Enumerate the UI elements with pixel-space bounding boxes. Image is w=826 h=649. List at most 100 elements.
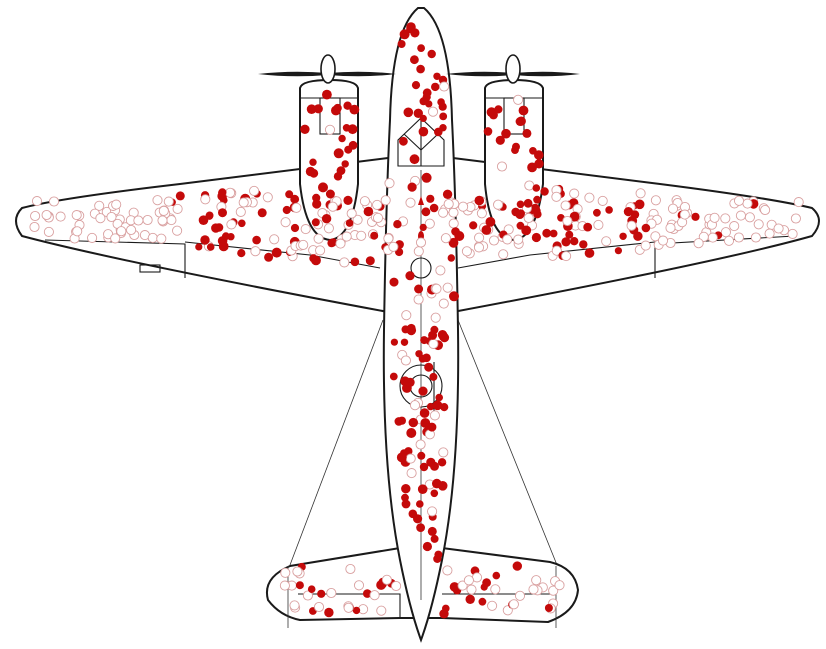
clear-dot	[159, 206, 168, 215]
clear-dot	[49, 197, 58, 206]
hit-dot	[493, 572, 501, 580]
clear-dot	[428, 107, 437, 116]
hit-dot	[342, 160, 349, 167]
hit-dot	[438, 330, 447, 339]
hit-dot	[391, 339, 398, 346]
clear-dot	[761, 205, 770, 214]
hit-dot	[401, 339, 408, 346]
hit-dot	[443, 190, 452, 199]
clear-dot	[734, 196, 743, 205]
clear-dot	[414, 295, 423, 304]
right-brace-wire	[458, 320, 557, 565]
clear-dot	[429, 339, 438, 348]
hit-dot	[442, 605, 450, 613]
hit-dot	[415, 350, 422, 357]
clear-dot	[514, 235, 523, 244]
hit-dot	[513, 561, 522, 570]
hit-dot	[417, 44, 425, 52]
clear-dot	[173, 226, 182, 235]
hit-dot	[501, 129, 511, 139]
hit-dot	[422, 173, 432, 183]
clear-dot	[280, 581, 289, 590]
clear-dot	[514, 95, 523, 104]
hit-dot	[428, 50, 436, 58]
hit-dot	[283, 206, 291, 214]
clear-dot	[416, 238, 425, 247]
hit-dot	[219, 242, 229, 252]
hit-dot	[438, 458, 446, 466]
clear-dot	[281, 568, 290, 577]
clear-dot	[552, 192, 561, 201]
clear-dot	[357, 231, 366, 240]
hit-dot	[353, 607, 360, 614]
hit-dot	[227, 233, 234, 240]
clear-dot	[72, 211, 81, 220]
hit-dot	[366, 256, 375, 265]
clear-dot	[641, 241, 650, 250]
clear-dot	[436, 266, 445, 275]
hit-dot	[176, 191, 185, 200]
clear-dot	[694, 239, 703, 248]
hit-dot	[428, 331, 437, 340]
clear-dot	[475, 233, 484, 242]
hit-dot	[390, 278, 399, 287]
hit-dot	[326, 190, 335, 199]
hit-dot	[416, 65, 425, 74]
hit-dot	[401, 484, 410, 493]
hit-dot	[420, 224, 427, 231]
hit-dot	[420, 115, 427, 122]
hit-dot	[416, 500, 424, 508]
clear-dot	[148, 233, 157, 242]
clear-dot	[489, 236, 498, 245]
hit-dot	[585, 248, 595, 258]
clear-dot	[474, 243, 483, 252]
hit-dot	[309, 159, 316, 166]
hit-dot	[430, 204, 439, 213]
clear-dot	[585, 193, 594, 202]
hit-dot	[583, 223, 592, 232]
hit-dot	[420, 336, 428, 344]
hit-dot	[311, 256, 321, 266]
hit-dot	[624, 207, 633, 216]
hit-dot	[346, 219, 354, 227]
clear-dot	[602, 237, 611, 246]
left-spinner	[321, 55, 335, 83]
hit-dot	[322, 214, 331, 223]
clear-dot	[730, 222, 739, 231]
clear-dot	[373, 213, 382, 222]
clear-dot	[499, 250, 508, 259]
hit-dot	[424, 363, 433, 372]
clear-dot	[563, 216, 572, 225]
hit-dot	[469, 221, 477, 229]
hit-dot	[343, 196, 352, 205]
clear-dot	[745, 213, 754, 222]
hit-dot	[370, 232, 378, 240]
hit-dot	[423, 542, 432, 551]
hit-dot	[532, 233, 541, 242]
clear-dot	[734, 233, 743, 242]
hit-dot	[517, 222, 525, 230]
clear-dot	[384, 234, 393, 243]
clear-dot	[509, 600, 518, 609]
clear-dot	[301, 225, 310, 234]
hit-dot	[406, 428, 416, 438]
clear-dot	[314, 602, 323, 611]
hit-dot	[410, 55, 419, 64]
clear-dot	[346, 564, 355, 573]
hit-dot	[207, 243, 215, 251]
hit-dot	[418, 484, 428, 494]
clear-dot	[407, 469, 416, 478]
hit-dot	[540, 187, 548, 195]
hit-dot	[405, 271, 414, 280]
hit-dot	[290, 195, 299, 204]
clear-dot	[410, 401, 419, 410]
clear-dot	[439, 299, 448, 308]
hit-dot	[542, 229, 551, 238]
hit-dot	[427, 423, 436, 432]
hit-dot	[416, 523, 425, 532]
clear-dot	[226, 188, 235, 197]
clear-dot	[449, 208, 458, 217]
clear-dot	[30, 211, 39, 220]
clear-dot	[328, 202, 337, 211]
clear-dot	[794, 198, 803, 207]
